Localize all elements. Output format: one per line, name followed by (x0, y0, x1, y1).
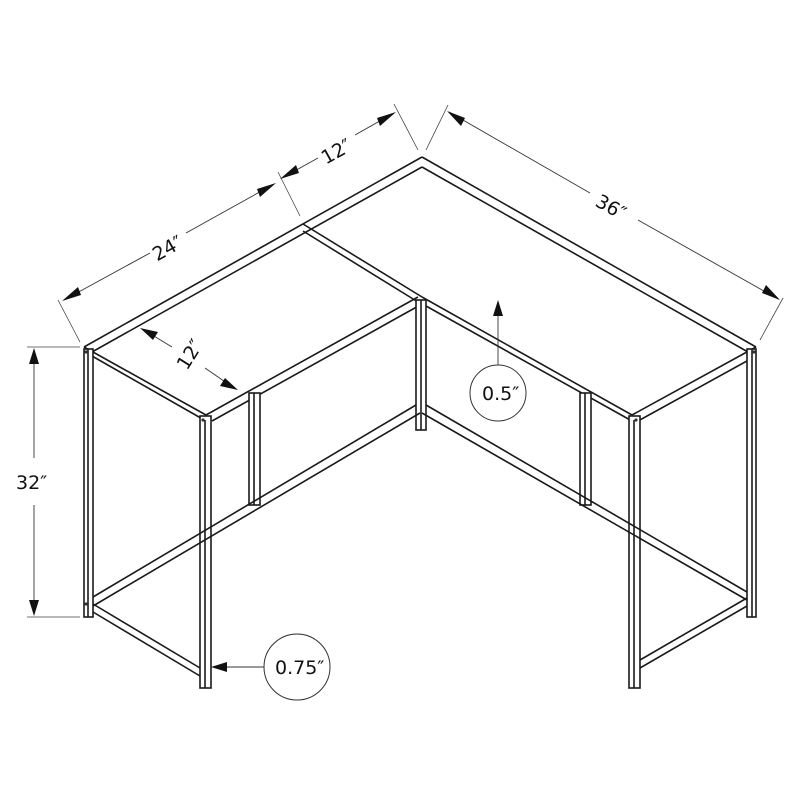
callout-leg-width: 0.75″ (211, 633, 331, 701)
dimension-32in: 32″ (16, 346, 80, 618)
dimension-12in-top: 12″ (280, 103, 419, 179)
callout-label-top-thickness: 0.5″ (482, 383, 519, 405)
callout-label-leg-width: 0.75″ (275, 657, 324, 679)
desktop-top-frame (83, 156, 757, 422)
dimension-label-12in-depth: 12″ (173, 336, 208, 374)
desk-frame (83, 156, 757, 689)
dimension-36in: 36″ (425, 104, 784, 341)
dimension-label-32in: 32″ (16, 472, 47, 494)
rivets (84, 350, 756, 606)
dimension-24in: 24″ (57, 171, 301, 343)
callout-top-thickness: 0.5″ (469, 300, 527, 422)
lower-stretchers (92, 404, 748, 677)
dimension-label-12in-top: 12″ (318, 135, 356, 169)
dimension-12in-depth: 12″ (140, 328, 238, 390)
dimension-label-24in: 24″ (149, 231, 187, 265)
desk-legs (83, 299, 757, 689)
dimension-label-36in: 36″ (592, 190, 630, 224)
